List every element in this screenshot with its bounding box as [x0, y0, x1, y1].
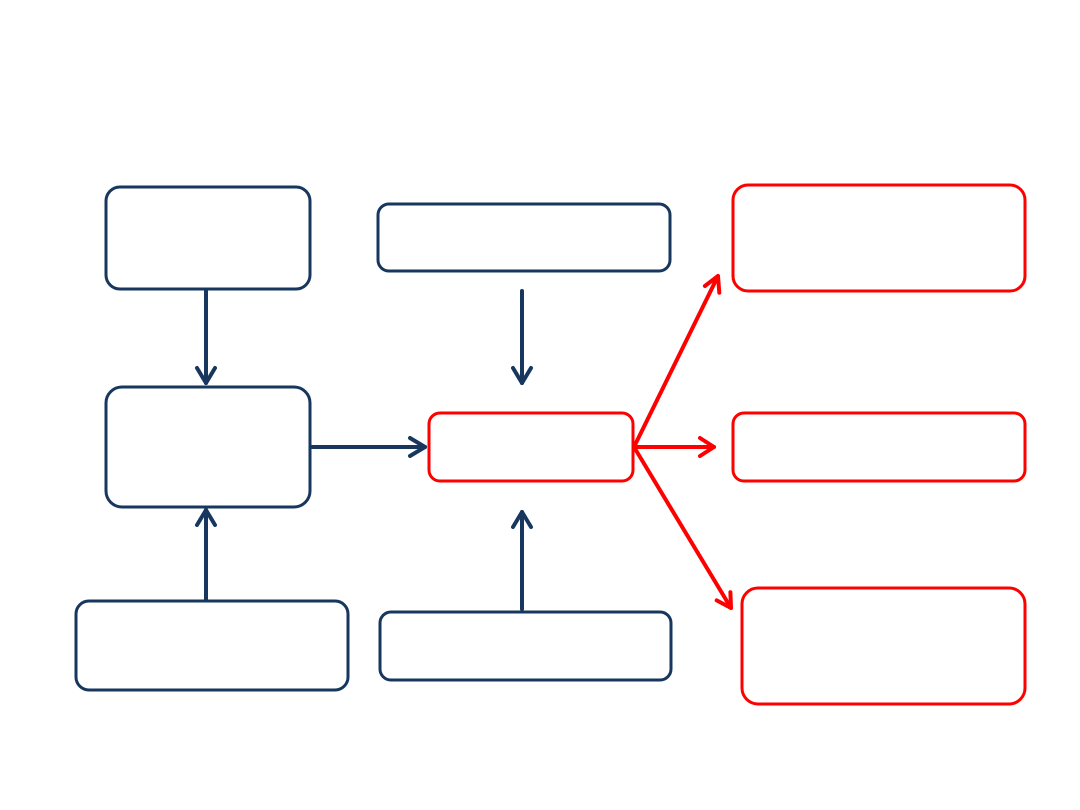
node-bottom-left	[74, 599, 350, 692]
node-middle-right	[731, 411, 1027, 483]
node-middle-left	[104, 385, 312, 509]
arrow-middle-left-to-center	[310, 436, 427, 458]
arrow-top-middle-to-center	[511, 289, 533, 385]
arrow-center-to-top-right	[632, 274, 722, 449]
node-top-middle	[376, 202, 672, 273]
arrow-top-left-to-middle-left	[195, 289, 217, 385]
node-top-left	[104, 185, 312, 291]
node-bottom-middle	[378, 610, 673, 682]
node-bottom-right	[740, 586, 1027, 706]
arrow-bottom-left-to-middle-left	[195, 508, 217, 601]
arrow-bottom-middle-to-center	[511, 510, 533, 611]
arrow-center-to-bottom-right	[632, 445, 733, 610]
node-center	[427, 411, 635, 483]
arrow-center-to-middle-right	[632, 436, 716, 458]
node-top-right	[731, 183, 1027, 293]
